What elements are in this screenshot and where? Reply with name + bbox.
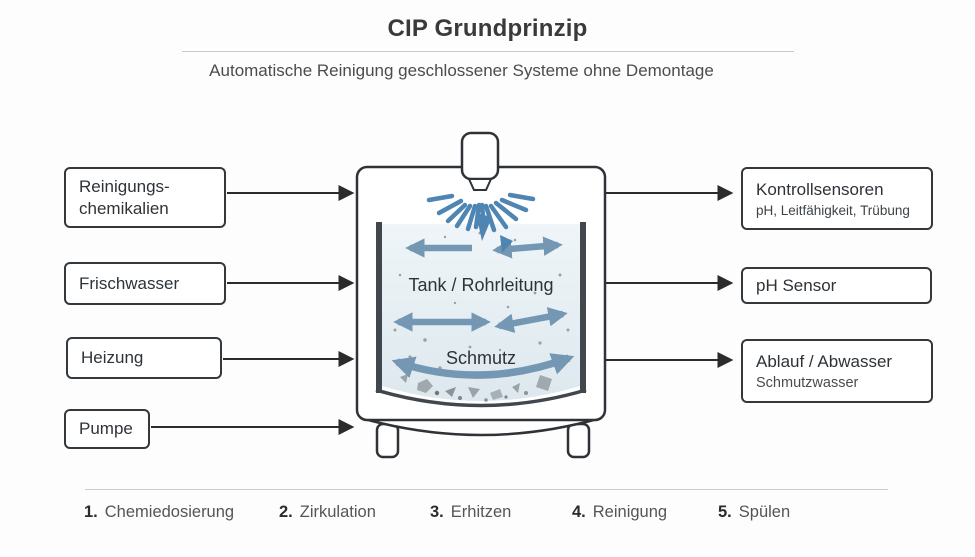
box-sublabel: Schmutzwasser [756, 374, 859, 391]
step-zirkulation: 2. Zirkulation [279, 503, 376, 522]
step-number: 1. [84, 503, 98, 521]
tank-label: Tank / Rohrleitung [408, 275, 553, 295]
box-ablauf-abwasser: Ablauf / Abwasser Schmutzwasser [741, 339, 933, 403]
spray-stream [476, 213, 513, 253]
step-number: 4. [572, 503, 586, 521]
box-ph-sensor: pH Sensor [741, 267, 932, 304]
box-frischwasser: Frischwasser [64, 262, 226, 305]
step-label: Erhitzen [450, 503, 512, 521]
box-label: Kontrollsensoren [756, 180, 884, 200]
box-kontrollsensoren: Kontrollsensoren pH, Leitfähigkeit, Trüb… [741, 167, 933, 230]
box-label: Pumpe [79, 419, 133, 439]
box-label: Reinigungs- [79, 177, 170, 197]
step-number: 2. [279, 503, 293, 521]
page-subtitle: Automatische Reinigung geschlossener Sys… [209, 61, 714, 80]
title-divider [181, 51, 794, 52]
box-label: Heizung [81, 348, 144, 368]
spray-nozzle-icon [460, 131, 500, 191]
step-number: 5. [718, 503, 732, 521]
box-label: chemikalien [79, 198, 169, 218]
step-label: Zirkulation [299, 503, 376, 521]
step-spuelen: 5. Spülen [718, 503, 790, 522]
step-reinigung: 4. Reinigung [572, 503, 667, 522]
dirt-label: Schmutz [446, 348, 516, 368]
step-label: Reinigung [592, 503, 668, 521]
header: CIP Grundprinzip Automatische Reinigung … [0, 0, 975, 81]
box-label: pH Sensor [756, 275, 837, 295]
step-chemiedosierung: 1. Chemiedosierung [84, 503, 234, 522]
circulation-arrows [391, 236, 575, 379]
box-reinigungschemikalien: Reinigungs- chemikalien [64, 167, 226, 228]
box-sublabel: pH, Leitfähigkeit, Trübung [756, 202, 910, 218]
tank-illustration: Tank / Rohrleitung Schmutz [355, 131, 607, 459]
box-label: Ablauf / Abwasser [756, 352, 893, 372]
steps-divider [85, 489, 888, 490]
box-label: Frischwasser [79, 273, 180, 293]
page-title: CIP Grundprinzip [387, 15, 588, 42]
step-label: Spülen [738, 503, 791, 521]
step-number: 3. [430, 503, 444, 521]
box-heizung: Heizung [66, 337, 222, 379]
box-pumpe: Pumpe [64, 409, 150, 449]
step-label: Chemiedosierung [104, 503, 235, 521]
step-erhitzen: 3. Erhitzen [430, 503, 511, 522]
